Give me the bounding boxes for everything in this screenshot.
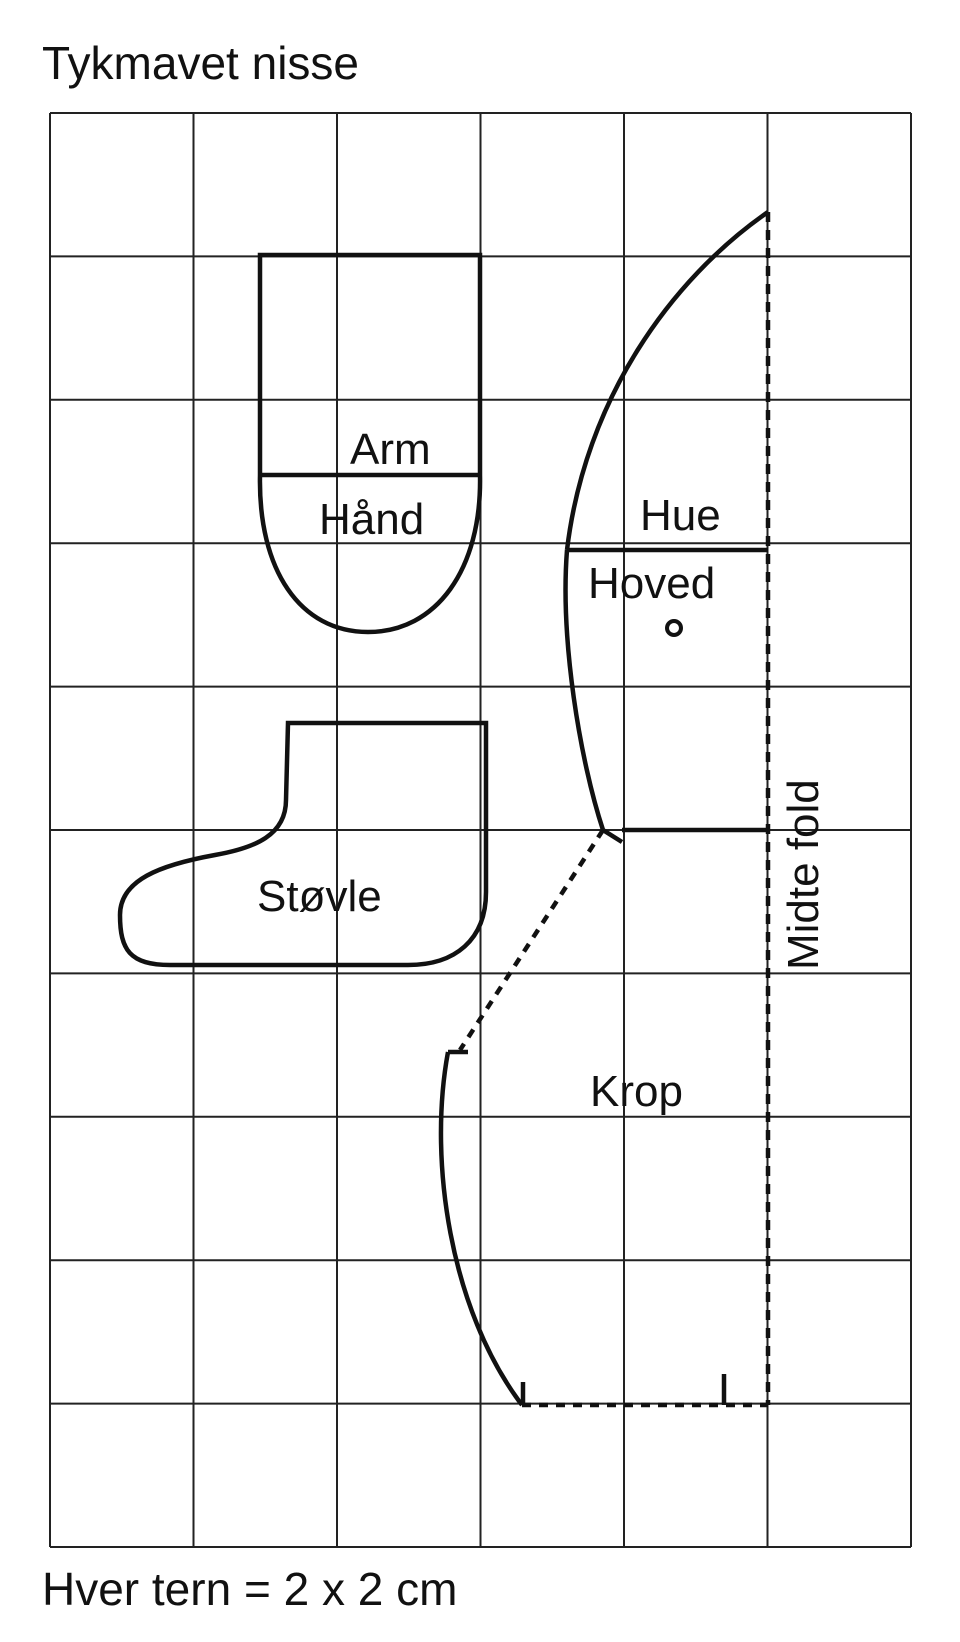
hat-label: Hue (640, 491, 721, 540)
boot-outline (117, 720, 489, 968)
body-label: Krop (590, 1067, 683, 1116)
body-outline (438, 1051, 524, 1407)
boot-label: Støvle (257, 872, 382, 921)
hand-outline (257, 474, 483, 635)
head-label: Hoved (588, 559, 715, 608)
hat-head-body-piece (438, 210, 771, 1408)
head-outline (563, 549, 624, 844)
scale-note: Hver tern = 2 x 2 cm (42, 1563, 458, 1615)
page-title: Tykmavet nisse (42, 37, 359, 89)
arm-label: Arm (350, 425, 431, 474)
arm-outline (257, 252, 483, 475)
hand-label: Hånd (319, 495, 424, 544)
hat-curve (564, 210, 770, 551)
center-fold-label: Midte fold (779, 779, 828, 970)
eye-marker (665, 619, 683, 637)
arm-hand-piece (257, 252, 483, 635)
